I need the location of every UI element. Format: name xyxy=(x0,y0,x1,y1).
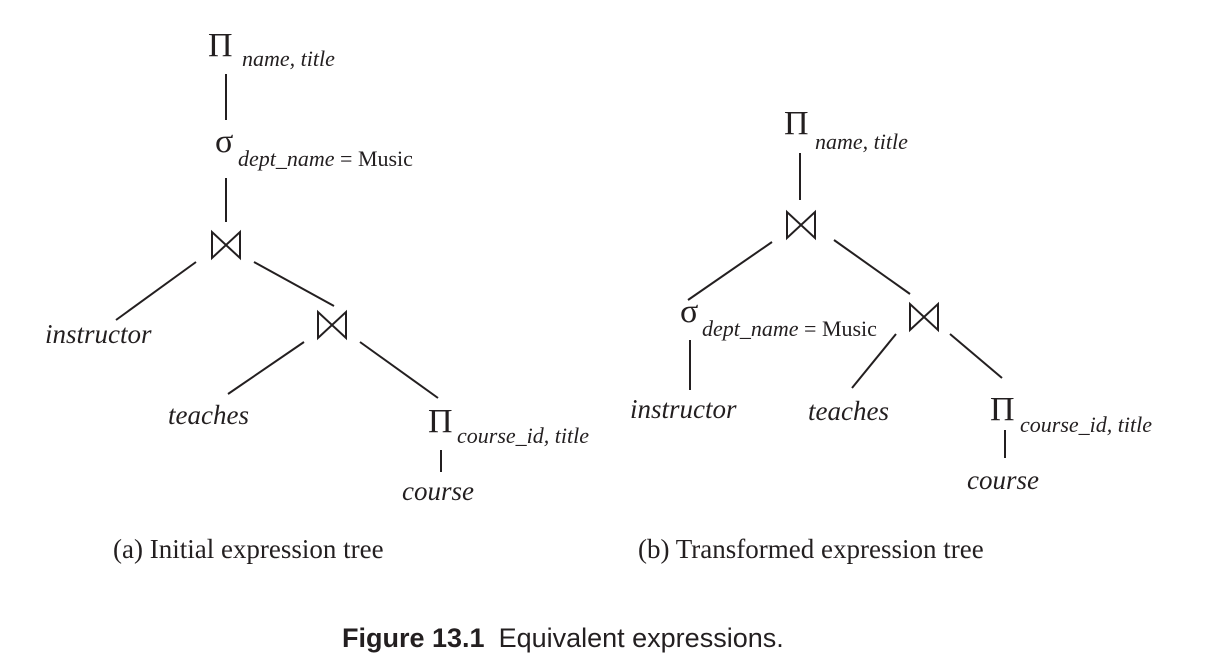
figure-caption: Figure 13.1 Equivalent expressions. xyxy=(342,623,784,653)
tree-a-top-join-icon xyxy=(211,229,241,261)
tree-b-edge-join-lower-join xyxy=(833,239,911,295)
tree-a-course-projection-symbol: Π xyxy=(428,403,453,440)
tree-a-edge-join-teaches xyxy=(227,341,305,395)
tree-b-course-projection-symbol: Π xyxy=(990,391,1015,428)
tree-a-course: course xyxy=(402,476,474,506)
tree-a-lower-join-icon xyxy=(317,309,347,341)
tree-a-teaches: teaches xyxy=(168,400,249,430)
tree-a-edge-join-instructor xyxy=(115,261,197,321)
tree-b-selection-subscript: dept_name = Music xyxy=(702,316,877,341)
tree-a-edge-join-lower-join xyxy=(253,261,335,307)
figure-label: Figure 13.1 xyxy=(342,623,485,653)
tree-b-course: course xyxy=(967,465,1039,495)
tree-a: Π name, title σ dept_name = Music instru… xyxy=(45,27,589,564)
tree-b-selection-predicate: = Music xyxy=(799,316,878,341)
figure-title: Equivalent expressions. xyxy=(499,623,784,653)
tree-a-caption: (a) Initial expression tree xyxy=(113,534,384,564)
tree-a-selection-subscript: dept_name = Music xyxy=(238,146,413,171)
tree-b-top-join-icon xyxy=(786,209,816,241)
tree-b-edge-join-teaches xyxy=(851,333,897,389)
tree-a-selection-predicate: = Music xyxy=(335,146,414,171)
tree-b-selection-attribute: dept_name xyxy=(702,316,799,341)
tree-a-selection-attribute: dept_name xyxy=(238,146,335,171)
tree-b-lower-join-icon xyxy=(909,301,939,333)
tree-a-course-projection-subscript: course_id, title xyxy=(457,423,589,448)
tree-b-course-projection-subscript: course_id, title xyxy=(1020,412,1152,437)
tree-a-instructor: instructor xyxy=(45,319,152,349)
tree-b-teaches: teaches xyxy=(808,396,889,426)
tree-b: Π name, title σ dept_name = Music instru… xyxy=(630,105,1152,564)
tree-a-edge-join-course-projection xyxy=(359,341,439,399)
tree-a-root-projection-subscript: name, title xyxy=(242,46,335,71)
tree-b-root-projection-subscript: name, title xyxy=(815,129,908,154)
tree-b-caption: (b) Transformed expression tree xyxy=(638,534,984,564)
tree-b-selection-symbol: σ xyxy=(680,293,698,330)
tree-a-selection-symbol: σ xyxy=(215,123,233,160)
tree-b-edge-join-selection xyxy=(687,241,773,301)
tree-b-instructor: instructor xyxy=(630,394,737,424)
tree-b-edge-join-course-projection xyxy=(949,333,1003,379)
tree-b-root-projection-symbol: Π xyxy=(784,105,809,142)
tree-a-root-projection-symbol: Π xyxy=(208,27,233,64)
